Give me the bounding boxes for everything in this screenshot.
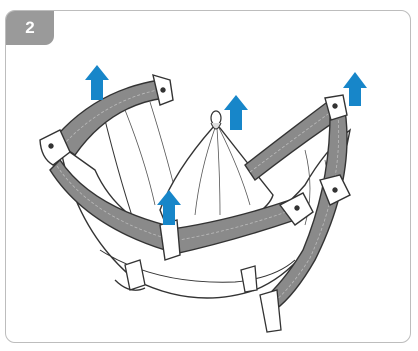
arrow-up-icon — [343, 72, 367, 106]
center-canopy — [159, 110, 274, 236]
arrow-up-icon — [224, 95, 248, 130]
corner-joints — [39, 73, 351, 261]
legs — [114, 259, 282, 333]
top-rails — [49, 79, 348, 311]
arrow-up-icon — [85, 65, 109, 100]
lift-arrows — [85, 65, 367, 225]
step-badge: 2 — [6, 11, 54, 45]
step-number: 2 — [25, 18, 35, 37]
playard-illustration — [39, 65, 367, 333]
arrow-up-icon — [157, 190, 181, 225]
